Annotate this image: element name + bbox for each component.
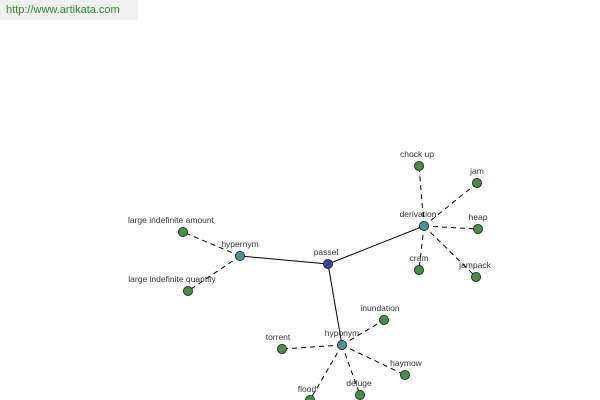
node-flood[interactable] (305, 395, 315, 400)
node-large-indefinite-quantity[interactable] (182, 285, 193, 296)
edge-hyponym-torrent (281, 344, 343, 350)
edge-hyponym-inundation (341, 319, 385, 346)
node-label-jampack[interactable]: jampack (458, 260, 491, 270)
edge-passel-hypernym (239, 255, 329, 265)
node-label-hyponym[interactable]: hyponym (325, 328, 360, 338)
site-url-link[interactable]: http://www.artikata.com (6, 4, 120, 16)
graph-edges (182, 165, 479, 400)
edge-derivation-heap (423, 225, 479, 230)
node-label-torrent[interactable]: torrent (266, 332, 291, 342)
node-label-deluge[interactable]: deluge (346, 378, 372, 388)
node-label-derivation[interactable]: derivation (400, 209, 437, 219)
node-label-haymow[interactable]: haymow (390, 358, 423, 368)
node-label-inundation[interactable]: inundation (360, 303, 400, 313)
node-label-large-indefinite-quantity[interactable]: large indefinite quantity (128, 274, 216, 284)
edge-derivation-chock-up (418, 165, 425, 227)
node-label-flood[interactable]: flood (298, 384, 317, 394)
node-label-heap[interactable]: heap (469, 212, 488, 222)
node-derivation[interactable] (418, 220, 429, 231)
node-label-passel[interactable]: passel (314, 247, 339, 257)
edge-passel-hyponym (327, 263, 343, 346)
node-label-jam[interactable]: jam (469, 166, 484, 176)
edge-passel-derivation (327, 225, 425, 265)
graph-labels: passel hypernym large indefinite amount lar… (128, 149, 492, 394)
node-heap[interactable] (472, 223, 483, 234)
node-label-chock-up[interactable]: chock up (400, 149, 434, 159)
edge-derivation-cram (418, 225, 425, 271)
edge-hypernym-large-indefinite-quantity (187, 255, 241, 292)
edge-hyponym-flood (309, 344, 343, 400)
edge-hyponym-haymow (341, 344, 406, 376)
node-hypernym[interactable] (234, 250, 245, 261)
node-inundation[interactable] (378, 314, 389, 325)
url-bar: http://www.artikata.com (0, 0, 138, 20)
edge-hypernym-large-indefinite-amount (182, 231, 241, 257)
node-large-indefinite-amount[interactable] (177, 226, 188, 237)
node-jampack[interactable] (470, 271, 481, 282)
node-haymow[interactable] (399, 369, 410, 380)
node-label-hypernym[interactable]: hypernym (221, 239, 258, 249)
node-hyponym[interactable] (336, 339, 347, 350)
node-cram[interactable] (413, 264, 424, 275)
graph-nodes (177, 160, 483, 400)
node-label-large-indefinite-amount[interactable]: large indefinite amount (128, 215, 215, 225)
edge-derivation-jampack (423, 225, 477, 278)
node-passel[interactable] (322, 258, 333, 269)
node-torrent[interactable] (276, 343, 287, 354)
node-deluge[interactable] (354, 389, 365, 400)
node-chock-up[interactable] (413, 160, 424, 171)
edge-derivation-jam (423, 182, 478, 227)
node-label-cram[interactable]: cram (410, 253, 429, 263)
node-jam[interactable] (471, 177, 482, 188)
